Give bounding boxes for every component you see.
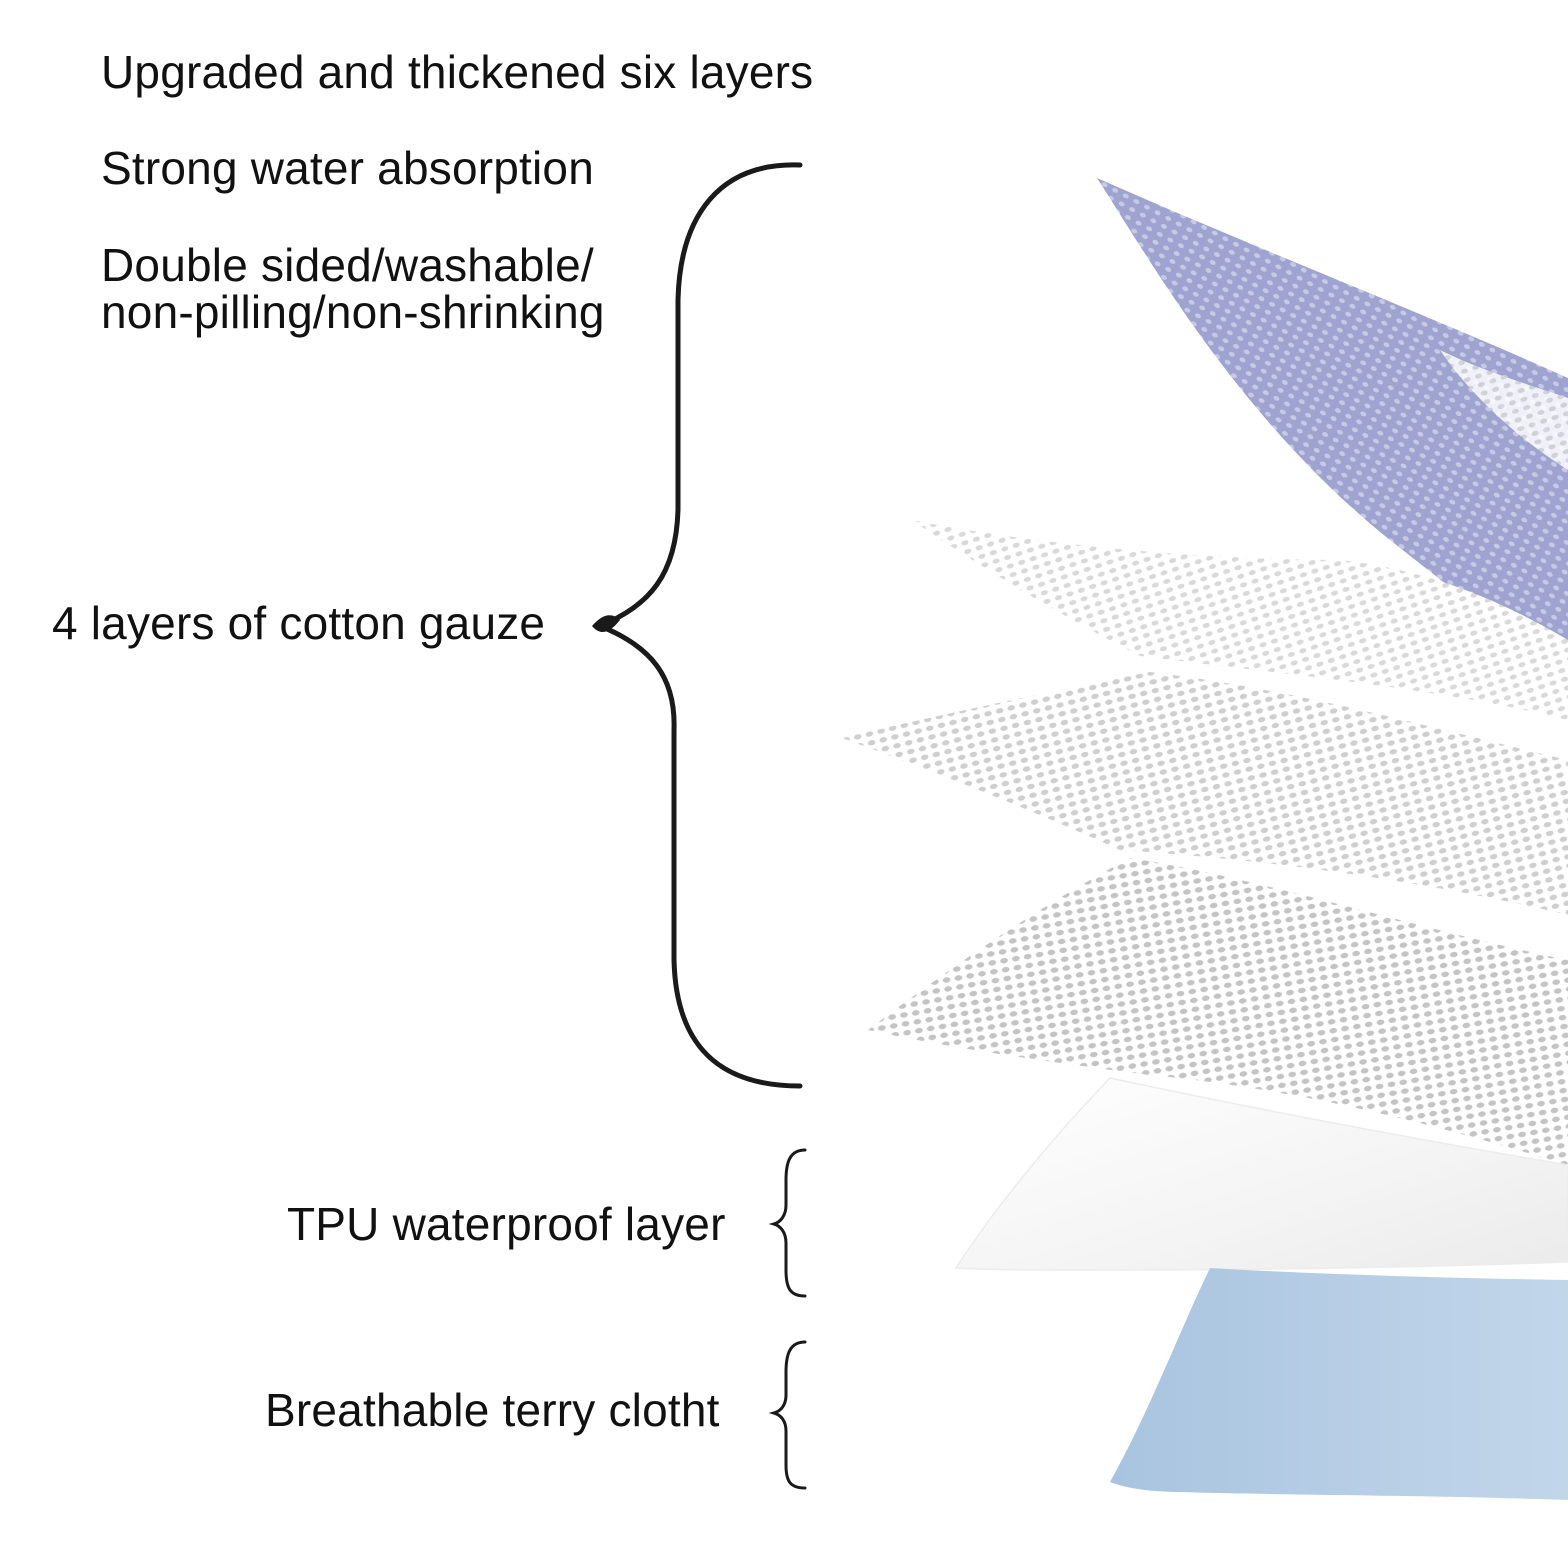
- tpu-brace: [768, 1148, 807, 1298]
- feature-non-pilling: non-pilling/non-shrinking: [101, 286, 605, 338]
- terry-layer: [1110, 1268, 1568, 1500]
- cotton-gauze-label: 4 layers of cotton gauze: [52, 597, 546, 649]
- top-fabric-fold: [1440, 350, 1568, 470]
- tpu-layer-label: TPU waterproof layer: [287, 1198, 726, 1250]
- gauze-brace-tip: [592, 615, 620, 633]
- top-fabric-layer: [1097, 178, 1568, 690]
- feature-water-absorption: Strong water absorption: [101, 142, 594, 194]
- terry-brace: [768, 1340, 807, 1490]
- gauze-layer-1: [912, 520, 1568, 720]
- gauze-brace: [593, 162, 803, 1089]
- gauze-layer-3: [868, 858, 1568, 1165]
- feature-thickened-layers: Upgraded and thickened six layers: [101, 46, 814, 98]
- feature-double-sided: Double sided/washable/: [101, 239, 594, 291]
- gauze-layer-2: [842, 672, 1568, 915]
- terry-cloth-label: Breathable terry clotht: [265, 1384, 720, 1436]
